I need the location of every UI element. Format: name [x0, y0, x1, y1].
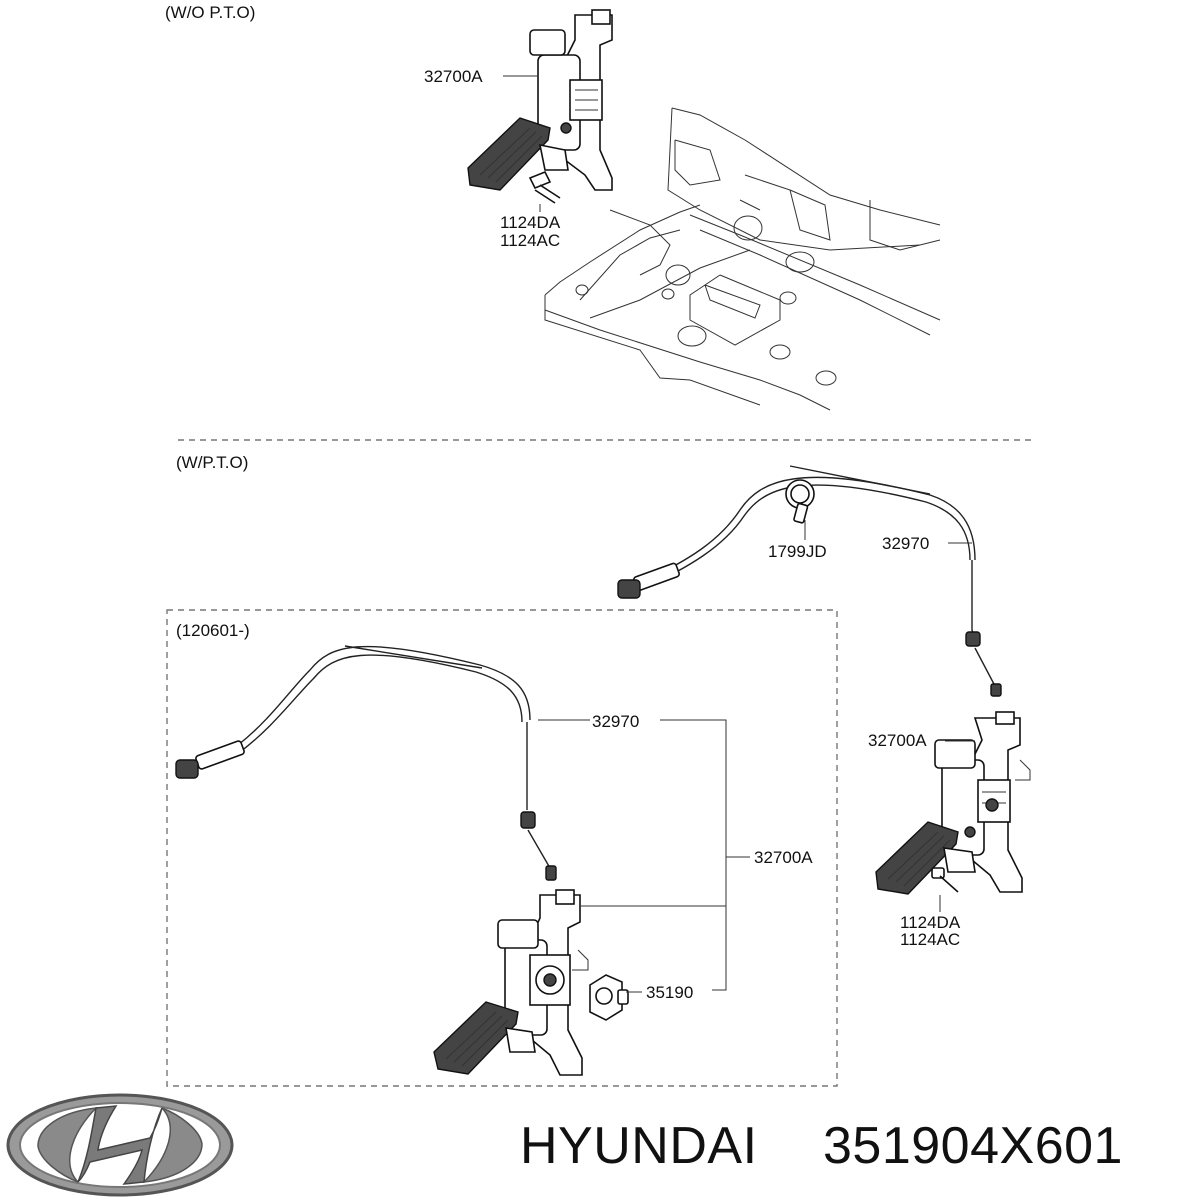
- top-accelerator-pedal-assembly: [467, 9, 613, 204]
- callout-right-bolt-1: 1124DA: [900, 913, 961, 932]
- section-header-with-pto: (W/P.T.O): [176, 453, 248, 472]
- callout-top-bolt-2: 1124AC: [500, 231, 560, 250]
- revision-box-header: (120601-): [176, 621, 250, 640]
- callout-box-sensor: 35190: [646, 983, 693, 1002]
- hyundai-logo-icon: [6, 1093, 234, 1197]
- floor-panel: [544, 107, 941, 411]
- right-accelerator-pedal-assembly: [875, 711, 1031, 895]
- throttle-position-sensor: [589, 974, 629, 1021]
- part-number: 351904X601: [823, 1117, 1123, 1175]
- revision-box-frame: [166, 609, 838, 1087]
- callout-right-bolt-2: 1124AC: [900, 930, 960, 949]
- section-header-without-pto: (W/O P.T.O): [165, 3, 255, 22]
- brand-name: HYUNDAI: [520, 1117, 758, 1175]
- callout-right-cable: 32970: [882, 534, 929, 553]
- box-callout-leaders: [538, 719, 750, 993]
- callout-box-cable: 32970: [592, 712, 639, 731]
- right-throttle-cable: [617, 465, 1002, 697]
- callout-top-bolt-1: 1124DA: [500, 213, 561, 232]
- callout-box-assembly: 32700A: [754, 848, 813, 867]
- cable-clamp: [785, 479, 815, 524]
- callout-right-pedal: 32700A: [868, 731, 927, 750]
- callout-clamp: 1799JD: [768, 542, 827, 561]
- callout-top-pedal: 32700A: [424, 67, 483, 86]
- box-accelerator-pedal-assembly: [433, 889, 589, 1076]
- box-throttle-cable: [175, 645, 557, 881]
